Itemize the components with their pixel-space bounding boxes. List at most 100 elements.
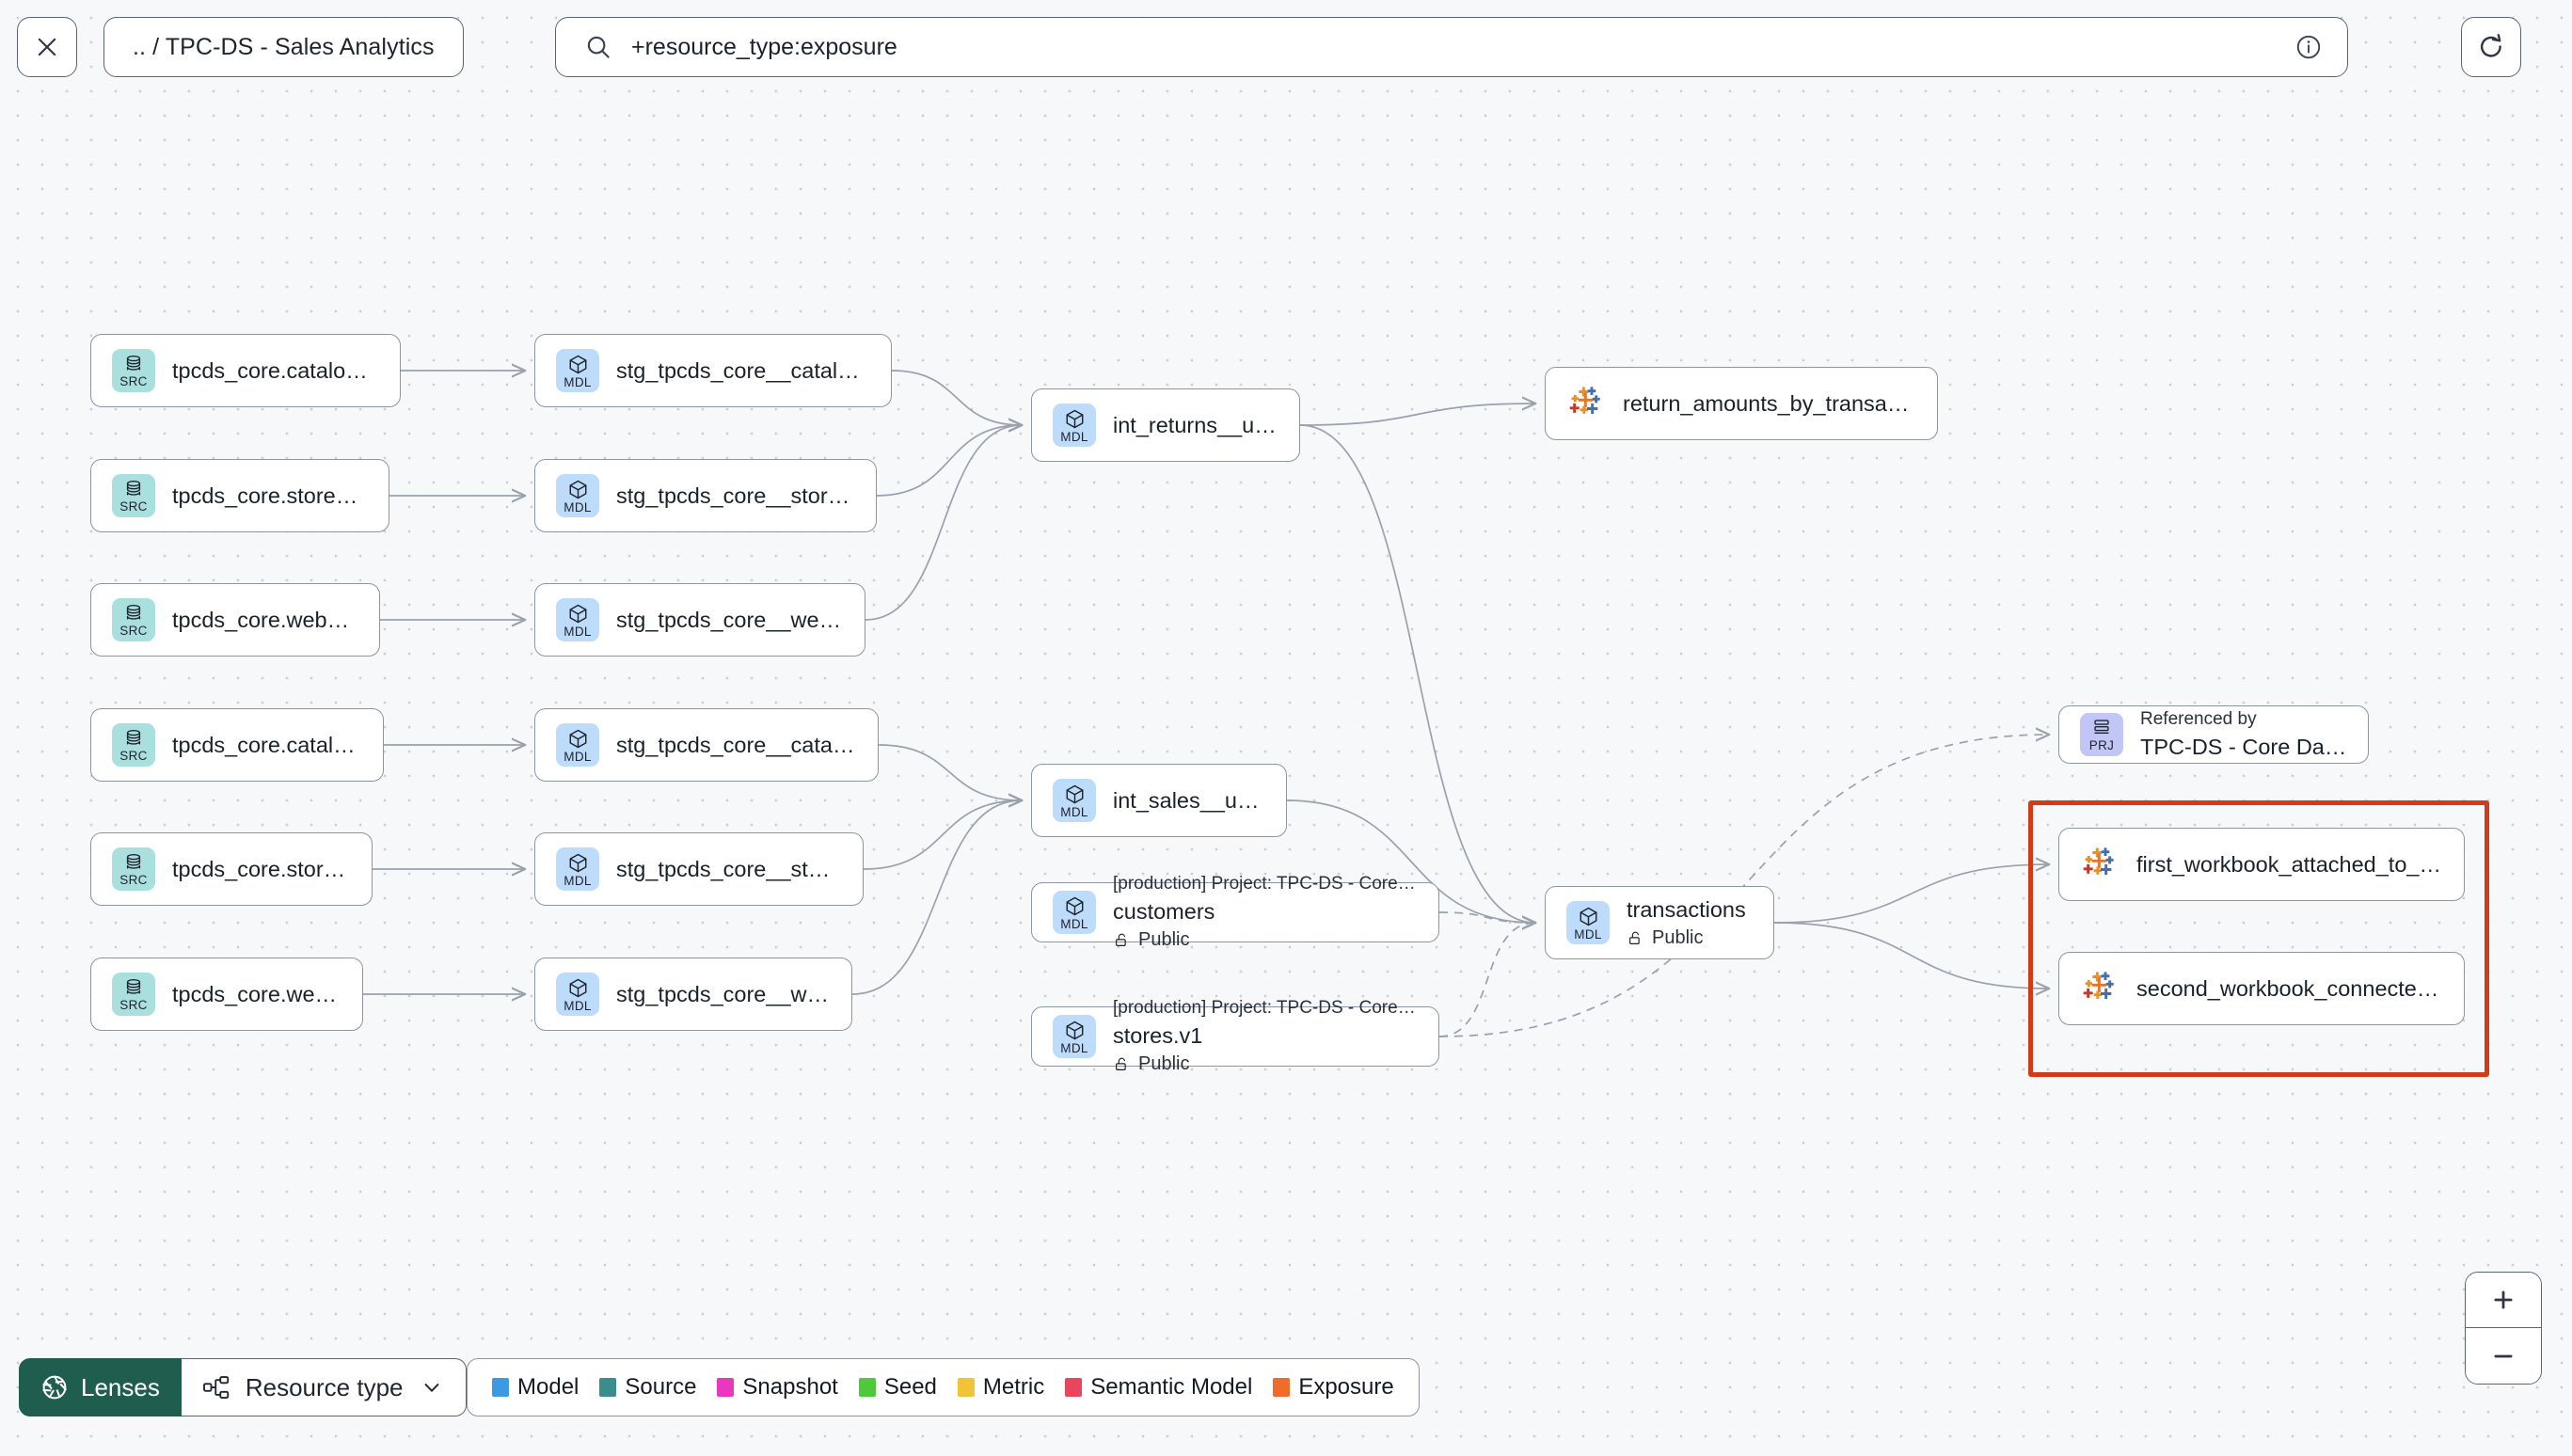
tableau-icon [2080, 970, 2118, 1007]
node-type-badge-label: MDL [1060, 804, 1088, 819]
graph-node-src-web-returns[interactable]: SRC tpcds_core.web_returns [90, 583, 380, 657]
graph-edge-customers-to-transactions [1438, 911, 1535, 923]
node-label: second_workbook_connected_to_live… [2136, 975, 2443, 1001]
node-type-badge-label: SRC [119, 624, 148, 638]
node-label: stg_tpcds_core__catalog_sales [616, 732, 857, 757]
node-label: stg_tpcds_core__web_sales [616, 981, 831, 1006]
node-type-badge-label: SRC [119, 749, 148, 763]
legend-label: Seed [883, 1374, 937, 1400]
search-input[interactable]: +resource_type:exposure [555, 17, 2348, 77]
unlock-icon [1113, 1055, 1131, 1073]
node-label: stg_tpcds_core__store_sales [616, 856, 842, 881]
refresh-icon [2480, 34, 2501, 57]
legend-item-source[interactable]: Source [599, 1374, 696, 1401]
node-text: return_amounts_by_transaction_type [1623, 391, 1916, 417]
node-type-badge-label: MDL [564, 749, 592, 764]
node-text: stg_tpcds_core__store_sales [616, 857, 842, 882]
graph-node-second-workbook[interactable]: second_workbook_connected_to_live… [2058, 952, 2465, 1025]
zoom-out-button[interactable] [2466, 1328, 2541, 1384]
legend-item-exposure[interactable]: Exposure [1273, 1374, 1394, 1401]
project-icon [2091, 718, 2112, 738]
cube-icon [567, 977, 589, 999]
node-type-badge-mdl: MDL [556, 349, 599, 392]
graph-edge-transactions-to-second-workbook [1773, 922, 2049, 989]
node-text: tpcds_core.web_returns [172, 608, 358, 633]
node-type-badge-mdl: MDL [556, 847, 599, 891]
node-type-badge-label: PRJ [2088, 738, 2115, 752]
cube-icon [567, 728, 589, 750]
node-type-badge-label: MDL [564, 499, 592, 514]
cube-icon [1064, 408, 1086, 430]
node-label: customers [1113, 899, 1215, 924]
legend-item-seed[interactable]: Seed [858, 1374, 937, 1401]
graph-edge-stg-catalog-sales-to-int-sales-unioned [878, 744, 1022, 800]
cube-icon [567, 354, 589, 375]
node-visibility-label: Public [1138, 929, 1190, 950]
node-visibility-label: Public [1138, 1053, 1190, 1074]
graph-node-return-amounts[interactable]: return_amounts_by_transaction_type [1545, 367, 1938, 440]
node-text: first_workbook_attached_to_tpc-ds_-_… [2136, 852, 2443, 878]
node-text: int_returns__unioned [1113, 413, 1278, 438]
plus-icon [2494, 1290, 2513, 1309]
node-text: tpcds_core.catalog_returns [172, 358, 379, 384]
info-circle-icon[interactable] [2294, 33, 2323, 61]
legend-item-snapshot[interactable]: Snapshot [717, 1374, 838, 1401]
graph-node-int-sales-unioned[interactable]: MDL int_sales__unioned [1031, 764, 1287, 837]
graph-node-stores-v1[interactable]: MDL[production] Project: TPC-DS - Core D… [1031, 998, 1439, 1074]
node-text: [production] Project: TPC-DS - Core Data… [1113, 998, 1418, 1075]
node-type-badge-src: SRC [112, 349, 155, 392]
legend-item-metric[interactable]: Metric [957, 1374, 1044, 1401]
node-text: stg_tpcds_core__web_returns [616, 608, 844, 633]
node-visibility-badge: Public [1627, 927, 1753, 949]
node-label: int_sales__unioned [1113, 787, 1265, 813]
database-icon [123, 354, 144, 374]
legend-label: Source [625, 1374, 697, 1400]
cube-icon [1064, 895, 1086, 917]
node-text: stg_tpcds_core__web_sales [616, 982, 831, 1007]
graph-node-int-returns-unioned[interactable]: MDL int_returns__unioned [1031, 388, 1300, 462]
legend-label: Semantic Model [1090, 1374, 1253, 1400]
top-toolbar: .. / TPC-DS - Sales Analytics +resource_… [0, 0, 2572, 111]
legend-swatch [492, 1378, 509, 1397]
node-type-badge-src: SRC [112, 847, 155, 891]
node-type-badge-src: SRC [112, 973, 155, 1016]
legend-swatch [858, 1378, 876, 1397]
graph-node-stg-store-sales[interactable]: MDL stg_tpcds_core__store_sales [534, 832, 864, 906]
graph-node-first-workbook[interactable]: first_workbook_attached_to_tpc-ds_-_… [2058, 828, 2465, 901]
legend-item-semantic-model[interactable]: Semantic Model [1065, 1374, 1252, 1401]
graph-node-stg-catalog-sales[interactable]: MDL stg_tpcds_core__catalog_sales [534, 708, 879, 782]
lenses-control-group: Lenses Resource type [19, 1358, 467, 1416]
legend-item-model[interactable]: Model [492, 1374, 579, 1401]
refresh-button[interactable] [2461, 17, 2521, 77]
graph-node-src-catalog-returns[interactable]: SRC tpcds_core.catalog_returns [90, 334, 401, 407]
node-visibility-badge: Public [1113, 929, 1418, 951]
lenses-button-label: Lenses [81, 1372, 160, 1401]
graph-edge-stg-web-sales-to-int-sales-unioned [851, 800, 1022, 995]
lens-picker-dropdown[interactable]: Resource type [181, 1358, 467, 1416]
graph-edge-int-returns-unioned-to-transactions [1299, 424, 1535, 923]
node-project-label: [production] Project: TPC-DS - Core Data… [1113, 998, 1418, 1018]
node-type-badge-label: MDL [1060, 429, 1088, 444]
graph-node-stg-web-sales[interactable]: MDL stg_tpcds_core__web_sales [534, 957, 852, 1031]
close-button[interactable] [17, 17, 77, 77]
breadcrumb[interactable]: .. / TPC-DS - Sales Analytics [103, 17, 464, 77]
node-type-badge-mdl: MDL [556, 973, 599, 1016]
database-icon [123, 852, 144, 873]
graph-node-customers[interactable]: MDL[production] Project: TPC-DS - Core D… [1031, 874, 1439, 950]
lenses-button[interactable]: Lenses [19, 1358, 182, 1416]
node-type-badge-label: MDL [564, 374, 592, 389]
zoom-in-button[interactable] [2466, 1273, 2541, 1328]
